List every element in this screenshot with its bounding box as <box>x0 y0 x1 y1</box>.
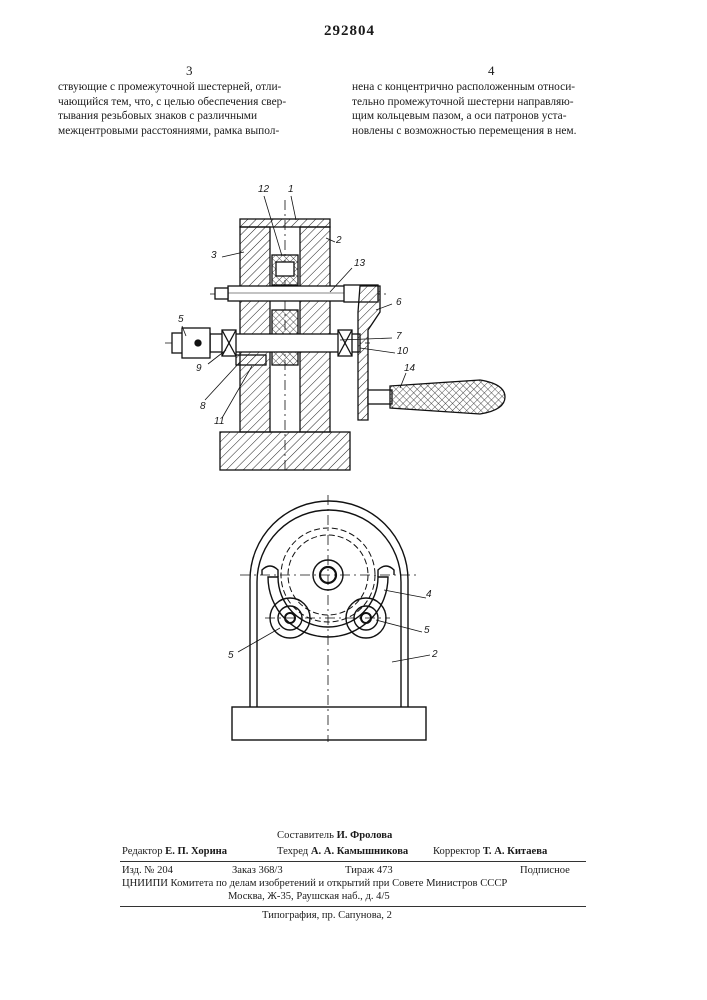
label-9: 9 <box>196 363 202 374</box>
label-12: 12 <box>258 184 269 195</box>
label-3: 3 <box>211 250 217 261</box>
corrector-name: Т. А. Китаева <box>483 846 547 857</box>
compiler-label: Составитель <box>277 830 334 841</box>
typography-line: Типография, пр. Сапунова, 2 <box>262 909 392 922</box>
corrector-line: Корректор Т. А. Китаева <box>433 845 547 858</box>
label-2: 2 <box>336 235 342 246</box>
label-5-left: 5 <box>228 650 234 661</box>
editor-label: Редактор <box>122 846 163 857</box>
techred-line: Техред А. А. Камышникова <box>277 845 408 858</box>
label-11: 11 <box>214 416 224 427</box>
label-10: 10 <box>397 346 408 357</box>
label-2-front: 2 <box>432 649 438 660</box>
figure-1-section-view <box>165 200 505 470</box>
label-6: 6 <box>396 297 402 308</box>
label-7: 7 <box>396 331 402 342</box>
order-number: Заказ 368/3 <box>232 864 283 877</box>
compiler-line: Составитель И. Фролова <box>277 829 392 842</box>
label-8: 8 <box>200 401 206 412</box>
techred-label: Техред <box>277 846 308 857</box>
izd-number: Изд. № 204 <box>122 864 173 877</box>
figure-2-front-view <box>232 495 426 742</box>
label-5-right: 5 <box>424 625 430 636</box>
organization-line: ЦНИИПИ Комитета по делам изобретений и о… <box>122 877 507 890</box>
address-line: Москва, Ж-35, Раушская наб., д. 4/5 <box>228 890 390 903</box>
editor-line: Редактор Е. П. Хорина <box>122 845 227 858</box>
techred-name: А. А. Камышникова <box>311 846 408 857</box>
print-run: Тираж 473 <box>345 864 393 877</box>
compiler-name: И. Фролова <box>337 830 393 841</box>
label-13: 13 <box>354 258 365 269</box>
label-1: 1 <box>288 184 294 195</box>
editor-name: Е. П. Хорина <box>165 846 227 857</box>
label-5: 5 <box>178 314 184 325</box>
subscription: Подписное <box>520 864 570 877</box>
imprint-rule-bottom <box>120 906 586 907</box>
corrector-label: Корректор <box>433 846 480 857</box>
imprint-rule-top <box>120 861 586 862</box>
label-14: 14 <box>404 363 415 374</box>
label-4: 4 <box>426 589 432 600</box>
